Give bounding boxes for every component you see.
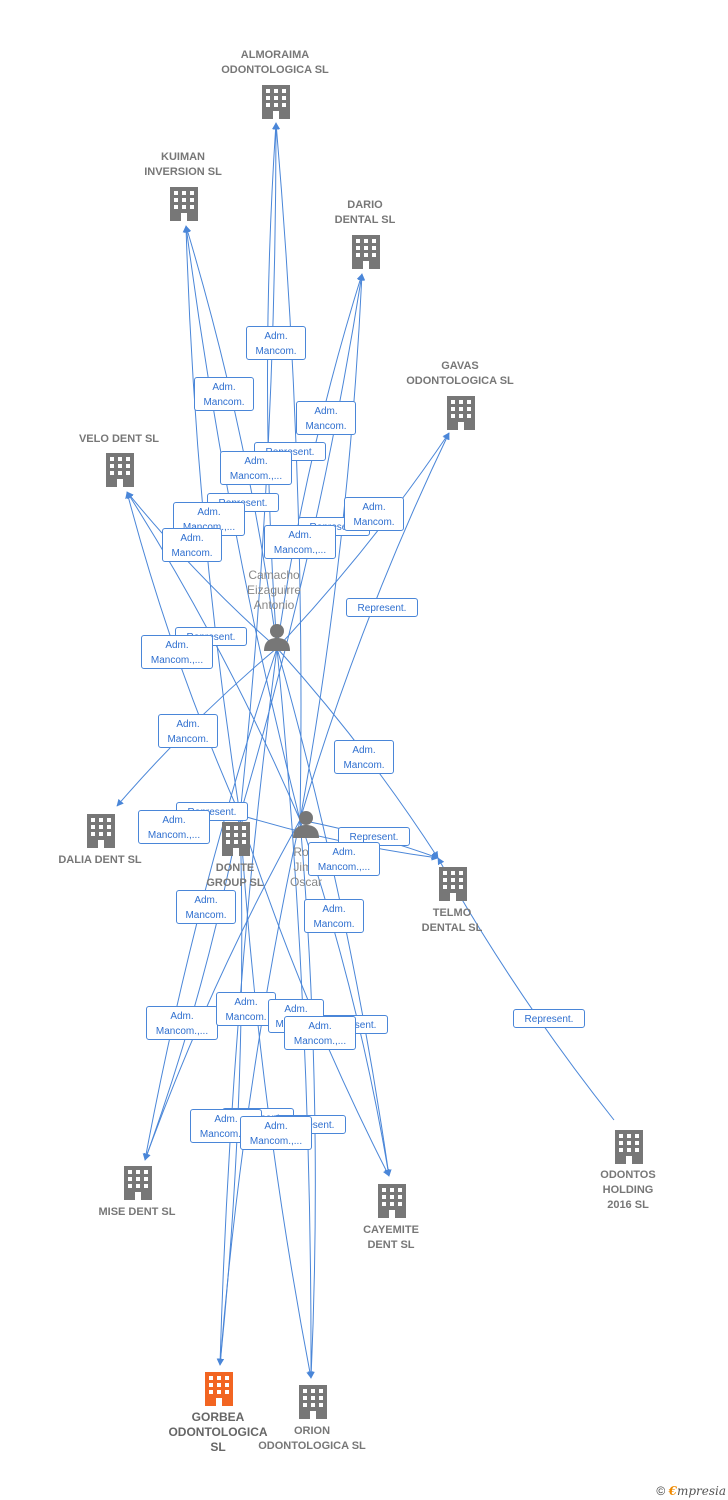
- node-label-almoraima[interactable]: ALMORAIMA ODONTOLOGICA SL: [221, 49, 329, 76]
- edge-donte-to-mise: [143, 814, 241, 1161]
- copyright-footer: © €mpresia: [656, 1484, 726, 1498]
- node-label-mise[interactable]: MISE DENT SL: [98, 1206, 176, 1218]
- edge-relation-label[interactable]: Adm. Mancom.,...: [141, 635, 213, 669]
- edge-relation-label[interactable]: Adm. Mancom.,...: [173, 502, 245, 536]
- edge-relation-label[interactable]: Adm. Mancom.,...: [138, 810, 210, 844]
- edge-donte-to-orion: [239, 814, 314, 1379]
- node-label-telmo[interactable]: TELMO DENTAL SL: [421, 907, 483, 934]
- copyright-symbol: ©: [656, 1484, 666, 1498]
- edge-relation-label[interactable]: Adm. Mancom.: [194, 377, 254, 411]
- node-label-gavas[interactable]: GAVAS ODONTOLOGICA SL: [406, 360, 514, 387]
- edge-camacho-to-kuiman: [184, 225, 278, 649]
- edge-relation-label[interactable]: Adm. Mancom.: [344, 497, 404, 531]
- brand-initial: €: [668, 1484, 677, 1498]
- building-icon-telmo[interactable]: [439, 867, 467, 901]
- edge-relation-label[interactable]: Adm. Mancom.,...: [240, 1116, 312, 1150]
- edge-relation-label[interactable]: Adm. Mancom.: [246, 326, 306, 360]
- building-icon-cayemite[interactable]: [378, 1184, 406, 1218]
- node-label-odontos[interactable]: ODONTOS HOLDING 2016 SL: [600, 1169, 656, 1211]
- edge-relation-label[interactable]: Adm. Mancom.: [162, 528, 222, 562]
- brand-rest: mpresia: [676, 1484, 726, 1498]
- edge-romero-to-orion: [299, 819, 316, 1379]
- building-icon-gavas[interactable]: [447, 396, 475, 430]
- building-icon-dalia[interactable]: [87, 814, 115, 848]
- building-icon-kuiman[interactable]: [170, 187, 198, 221]
- node-label-dalia[interactable]: DALIA DENT SL: [58, 854, 142, 866]
- edge-relation-label[interactable]: Adm. Mancom.: [334, 740, 394, 774]
- edge-relation-label[interactable]: Adm. Mancom.,...: [146, 1006, 218, 1040]
- node-label-kuiman[interactable]: KUIMAN INVERSION SL: [144, 151, 222, 178]
- person-icon-romero[interactable]: [293, 811, 319, 838]
- empresia-logo[interactable]: €mpresia: [669, 1484, 726, 1498]
- edge-camacho-to-velo: [126, 491, 278, 649]
- edge-relation-label[interactable]: Adm. Mancom.,...: [284, 1016, 356, 1050]
- building-icon-almoraima[interactable]: [262, 85, 290, 119]
- edge-relation-label[interactable]: Adm. Mancom.,...: [220, 451, 292, 485]
- node-label-donte[interactable]: DONTE GROUP SL: [206, 862, 264, 889]
- edge-relation-label[interactable]: Adm. Mancom.: [304, 899, 364, 933]
- node-label-orion[interactable]: ORION ODONTOLOGICA SL: [258, 1425, 366, 1452]
- edge-donte-to-cayemite: [239, 814, 390, 1177]
- node-label-camacho[interactable]: Camacho Eizaguirre Antonio: [246, 568, 302, 612]
- node-label-gorbea[interactable]: GORBEA ODONTOLOGICA SL: [168, 1410, 268, 1454]
- edge-relation-label[interactable]: Adm. Mancom.: [216, 992, 276, 1026]
- building-icon-dario[interactable]: [352, 235, 380, 269]
- edge-camacho-to-almoraima: [266, 122, 280, 649]
- edge-romero-to-velo: [126, 491, 301, 821]
- edge-romero-to-gavas: [299, 432, 450, 821]
- node-label-velo[interactable]: VELO DENT SL: [78, 433, 160, 445]
- node-label-dario[interactable]: DARIO DENTAL SL: [334, 199, 396, 226]
- building-icon-gorbea[interactable]: [205, 1372, 233, 1406]
- edge-relation-label[interactable]: Represent.: [346, 598, 418, 617]
- edge-romero-to-dario: [299, 273, 366, 821]
- person-icon-camacho[interactable]: [264, 624, 290, 651]
- node-label-cayemite[interactable]: CAYEMITE DENT SL: [363, 1224, 419, 1251]
- building-icon-orion[interactable]: [299, 1385, 327, 1419]
- edge-relation-label[interactable]: Adm. Mancom.: [176, 890, 236, 924]
- edge-relation-label[interactable]: Adm. Mancom.: [158, 714, 218, 748]
- edge-romero-to-almoraima: [273, 122, 302, 821]
- edge-relation-label[interactable]: Represent.: [513, 1009, 585, 1028]
- edge-romero-to-mise: [143, 819, 301, 1161]
- building-icon-mise[interactable]: [124, 1166, 152, 1200]
- building-icon-velo[interactable]: [106, 453, 134, 487]
- building-icon-odontos[interactable]: [615, 1130, 643, 1164]
- edge-relation-label[interactable]: Adm. Mancom.: [296, 401, 356, 435]
- edge-relation-label[interactable]: Adm. Mancom.,...: [264, 525, 336, 559]
- edge-donte-to-gorbea: [217, 814, 243, 1366]
- edge-relation-label[interactable]: Adm. Mancom.,...: [308, 842, 380, 876]
